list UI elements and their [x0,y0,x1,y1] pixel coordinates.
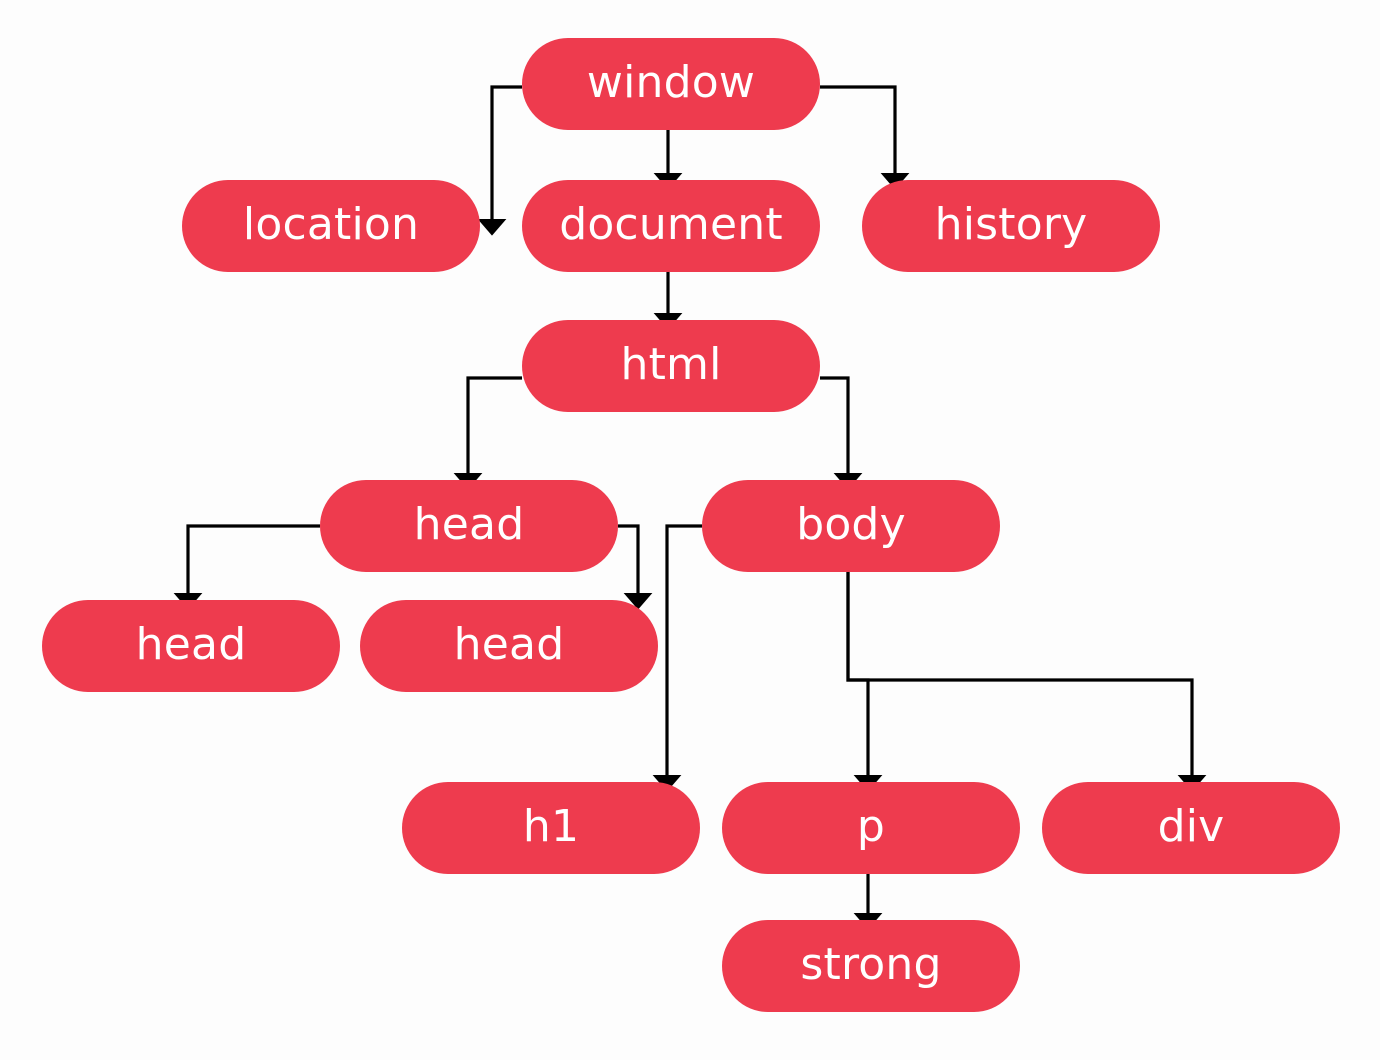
edge-body-div [846,572,1207,792]
node-p-label: p [856,801,886,852]
node-strong[interactable]: strong [722,920,1020,1012]
node-location[interactable]: location [182,180,480,272]
node-html[interactable]: html [522,320,820,412]
edge-html-head [453,376,522,490]
node-body[interactable]: body [702,480,1000,572]
node-location-label: location [242,199,420,250]
edge-body-h1 [652,524,702,792]
node-head-child-1-label: head [135,619,247,670]
node-div-label: div [1157,801,1225,852]
node-document-label: document [559,199,783,250]
node-div[interactable]: div [1042,782,1340,874]
node-history-label: history [934,199,1088,250]
edge-window-location [477,85,522,236]
node-history[interactable]: history [862,180,1160,272]
edge-head-head1 [173,524,320,610]
node-strong-label: strong [800,939,942,990]
node-head-label: head [413,499,525,550]
node-window-label: window [586,57,756,108]
node-h1-label: h1 [522,801,580,852]
node-head-child-2[interactable]: head [360,600,658,692]
node-p[interactable]: p [722,782,1020,874]
node-html-label: html [620,339,722,390]
edge-body-p [846,572,883,792]
edge-head-head2 [618,524,653,610]
node-document[interactable]: document [522,180,820,272]
node-body-label: body [796,499,906,550]
edge-window-history [820,85,910,190]
node-head[interactable]: head [320,480,618,572]
edge-html-body [820,376,863,490]
node-head-child-1[interactable]: head [42,600,340,692]
node-h1[interactable]: h1 [402,782,700,874]
node-head-child-2-label: head [453,619,565,670]
node-window[interactable]: window [522,38,820,130]
